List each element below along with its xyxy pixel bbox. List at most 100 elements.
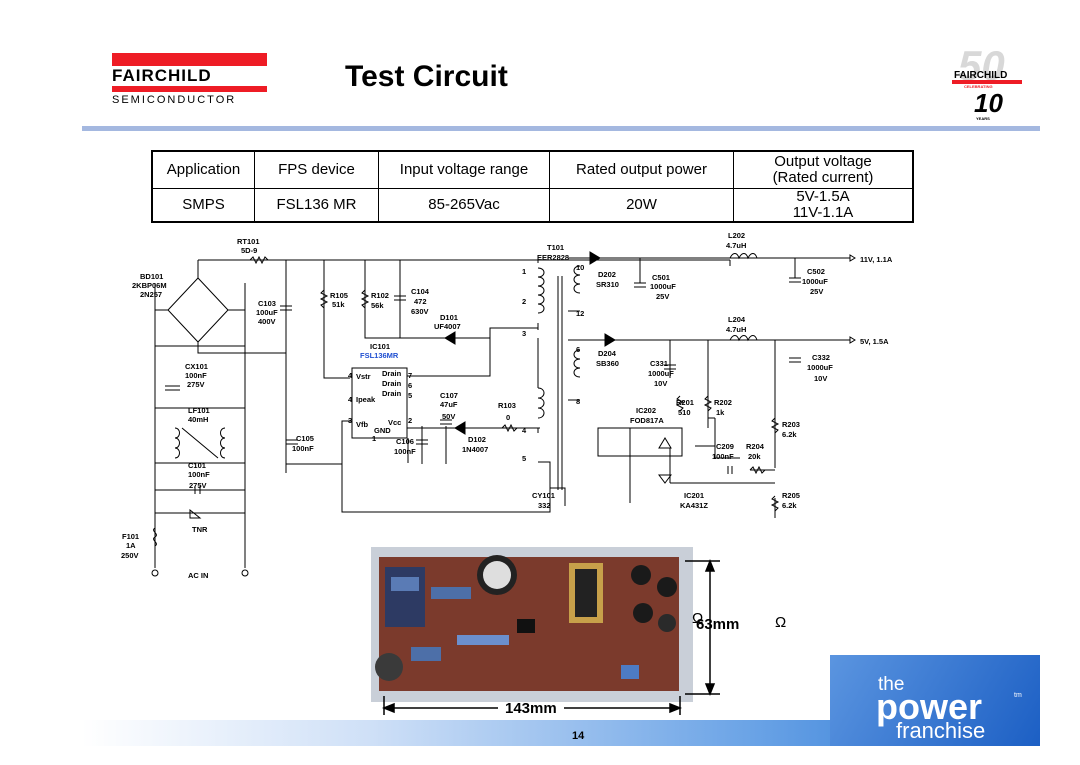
cell-output-2: 11V-1.1A — [792, 204, 854, 221]
label-t-pin-12: 12 — [576, 309, 584, 318]
label-c104: C104 — [411, 287, 430, 296]
label-c107-v: 47uF — [440, 400, 458, 409]
label-c101-v: 100nF — [188, 470, 210, 479]
c107-capacitor — [440, 419, 452, 425]
ac-in-terminal-2 — [241, 569, 249, 577]
cell-power: 20W — [549, 188, 734, 223]
label-r201-v: 510 — [678, 408, 691, 417]
r201-resistor — [675, 395, 685, 412]
header-rated-power: Rated output power — [549, 150, 734, 189]
spec-header-row: Application FPS device Input voltage ran… — [151, 150, 914, 189]
label-tnr: TNR — [192, 525, 208, 534]
label-t-pin-10: 10 — [576, 263, 584, 272]
label-d101: D101 — [440, 313, 458, 322]
label-bd101: BD101 — [140, 272, 163, 281]
label-c502-v: 1000uF — [802, 277, 828, 286]
label-c104-r: 630V — [411, 307, 429, 316]
label-c332-r: 10V — [814, 374, 827, 383]
t101-secondary-11v — [573, 265, 581, 294]
f101-fuse — [153, 527, 157, 547]
dimension-markers — [381, 558, 720, 715]
cell-input-range: 85-265Vac — [378, 188, 550, 223]
label-out-11v: 11V, 1.1A — [860, 255, 893, 264]
header-application: Application — [151, 150, 255, 189]
header-output-voltage: Output voltage (Rated current) — [733, 150, 914, 189]
d202-diode — [589, 251, 601, 265]
r204-resistor — [749, 465, 766, 475]
label-lf101-v: 40mH — [188, 415, 208, 424]
logo-fairchild-text: FAIRCHILD — [112, 66, 212, 85]
fairchild-logo: FAIRCHILD SEMICONDUCTOR — [112, 53, 272, 106]
circuit-schematic: RT101 5D-9 BD101 2KBP06M 2N257 C103 100u… — [121, 231, 893, 580]
lf101-coil-right — [220, 427, 226, 459]
height-arrow-top — [704, 558, 716, 572]
label-rt101: RT101 — [237, 237, 260, 246]
label-c332: C332 — [812, 353, 830, 362]
cell-output-1: 5V-1.5A — [796, 188, 850, 205]
label-lf101: LF101 — [188, 406, 210, 415]
label-c103-r: 400V — [258, 317, 276, 326]
anniv-10: 10 — [974, 88, 1003, 118]
pcb-photo — [371, 547, 693, 702]
label-cx101-r: 275V — [187, 380, 205, 389]
label-pin-drain-1: Drain — [382, 369, 402, 378]
label-r205: R205 — [782, 491, 800, 500]
label-l202: L202 — [728, 231, 745, 240]
label-d204: D204 — [598, 349, 617, 358]
label-r202-v: 1k — [716, 408, 725, 417]
pf-power-text: power — [876, 686, 983, 727]
c332-capacitor — [789, 357, 801, 363]
c106-capacitor — [416, 439, 428, 445]
label-r103: R103 — [498, 401, 516, 410]
label-r203-v: 6.2k — [782, 430, 797, 439]
label-t-pin-3: 3 — [522, 329, 526, 338]
c331-capacitor — [664, 364, 676, 370]
header-divider — [82, 126, 1040, 131]
label-c331: C331 — [650, 359, 668, 368]
ac-in-terminal-1 — [151, 569, 159, 577]
schematic-components — [151, 251, 856, 577]
r102-resistor — [360, 289, 370, 309]
d204-diode — [604, 333, 616, 347]
ohm-symbol-2: Ω — [775, 614, 787, 631]
cell-application: SMPS — [151, 188, 255, 223]
c209-capacitor — [727, 466, 733, 474]
label-pin-vfb: Vfb — [356, 420, 369, 429]
label-ic201-v: KA431Z — [680, 501, 708, 510]
label-c502: C502 — [807, 267, 825, 276]
label-c209: C209 — [716, 442, 734, 451]
label-r203: R203 — [782, 420, 800, 429]
label-l204: L204 — [728, 315, 746, 324]
label-c101-r: 275V — [189, 481, 207, 490]
label-d101-v: UF4007 — [434, 322, 461, 331]
c104-capacitor — [394, 295, 406, 301]
label-ic202-v: FOD817A — [630, 416, 664, 425]
cx101-capacitor — [165, 385, 180, 391]
spec-data-row: SMPS FSL136 MR 85-265Vac 20W 5V-1.5A 11V… — [151, 188, 914, 223]
r203-resistor — [770, 417, 780, 434]
label-c105-v: 100nF — [292, 444, 314, 453]
label-c502-r: 25V — [810, 287, 823, 296]
anniv-brand: FAIRCHILD — [954, 70, 1007, 81]
label-t-pin-5: 5 — [522, 454, 526, 463]
c101-capacitor — [194, 486, 201, 494]
ohm-symbol-1: Ω — [692, 610, 704, 627]
label-c105: C105 — [296, 434, 314, 443]
out-5v-arrow — [849, 336, 856, 344]
height-label: 63mm — [696, 616, 740, 633]
anniv-red-bar — [952, 80, 1022, 84]
label-f101-v: 1A — [126, 541, 136, 550]
label-c331-v: 1000uF — [648, 369, 674, 378]
header-output-voltage-line1: Output voltage — [774, 153, 872, 170]
label-c103-v: 100uF — [256, 308, 278, 317]
c502-capacitor — [789, 277, 801, 283]
anniversary-logo: 50 FAIRCHILD CELEBRATING 10 YEARS — [952, 42, 1022, 121]
cell-device: FSL136 MR — [254, 188, 379, 223]
label-pin-6: 5 — [408, 391, 412, 400]
logo-red-bar — [112, 53, 267, 66]
label-c104-v: 472 — [414, 297, 427, 306]
label-t-pin-8: 8 — [576, 397, 580, 406]
label-t101-v: EER2828 — [537, 253, 569, 262]
anniv-years: YEARS — [976, 116, 990, 121]
label-l204-v: 4.7uH — [726, 325, 746, 334]
